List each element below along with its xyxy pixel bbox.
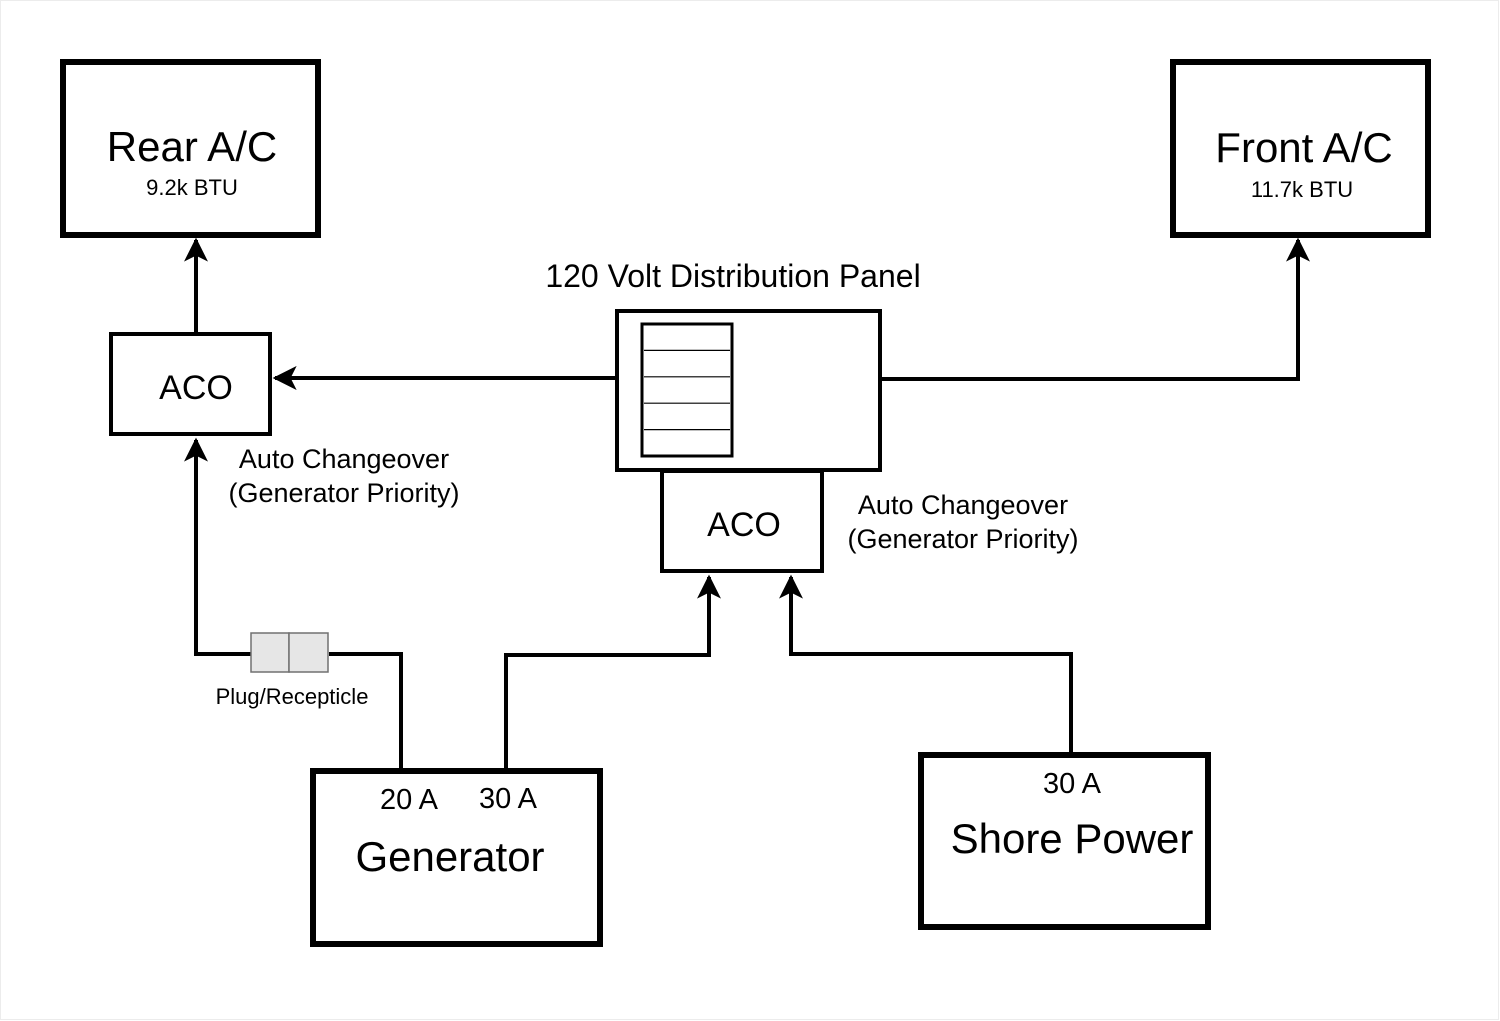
edge-generator-20a-to-plug [329, 652, 403, 769]
rear-ac-box [60, 59, 321, 238]
breaker-column [640, 322, 734, 458]
generator-output-20a: 20 A [380, 784, 439, 816]
aco-panel-caption-1: Auto Changeover [858, 490, 1068, 520]
aco-rear-node: ACO Auto Changeover (Generator Priority) [109, 332, 460, 508]
plug-receptacle: Plug/Recepticle [216, 632, 369, 709]
edge-shore-power-to-aco-panel [779, 574, 1073, 753]
rear-ac-btu: 9.2k BTU [146, 175, 238, 200]
rear-ac-label: Rear A/C [107, 123, 277, 170]
connectors [184, 237, 1310, 769]
generator-node: 20 A 30 A Generator [310, 768, 603, 947]
aco-panel-label: ACO [707, 506, 781, 544]
edge-panel-to-front-ac [882, 237, 1310, 381]
front-ac-node: Front A/C 11.7k BTU [1170, 59, 1431, 238]
shore-power-box [918, 752, 1211, 930]
aco-rear-box [109, 332, 272, 436]
generator-box [310, 768, 603, 947]
aco-panel-box [660, 469, 824, 573]
aco-panel-node: ACO Auto Changeover (Generator Priority) [660, 469, 1079, 573]
front-ac-box [1170, 59, 1431, 238]
distribution-panel-node [615, 309, 882, 472]
generator-label: Generator [355, 833, 544, 880]
plug-label: Plug/Recepticle [216, 684, 369, 709]
edge-plug-to-aco-rear [184, 437, 251, 656]
aco-rear-label: ACO [159, 369, 233, 407]
shore-power-node: 30 A Shore Power [918, 752, 1211, 930]
edge-generator-30a-to-aco-panel [504, 574, 721, 769]
aco-rear-caption-1: Auto Changeover [239, 444, 449, 474]
shore-power-output: 30 A [1043, 768, 1102, 800]
aco-panel-caption-2: (Generator Priority) [847, 524, 1078, 554]
plug-half [250, 632, 290, 673]
front-ac-btu: 11.7k BTU [1251, 177, 1353, 202]
shore-power-label: Shore Power [951, 815, 1194, 862]
panel-title: 120 Volt Distribution Panel [545, 258, 920, 294]
aco-rear-caption-2: (Generator Priority) [228, 478, 459, 508]
front-ac-label: Front A/C [1215, 124, 1392, 171]
rear-ac-node: Rear A/C 9.2k BTU [60, 59, 321, 238]
breaker-dividers [644, 349, 730, 431]
receptacle-half [288, 632, 329, 673]
generator-output-30a: 30 A [479, 783, 538, 815]
